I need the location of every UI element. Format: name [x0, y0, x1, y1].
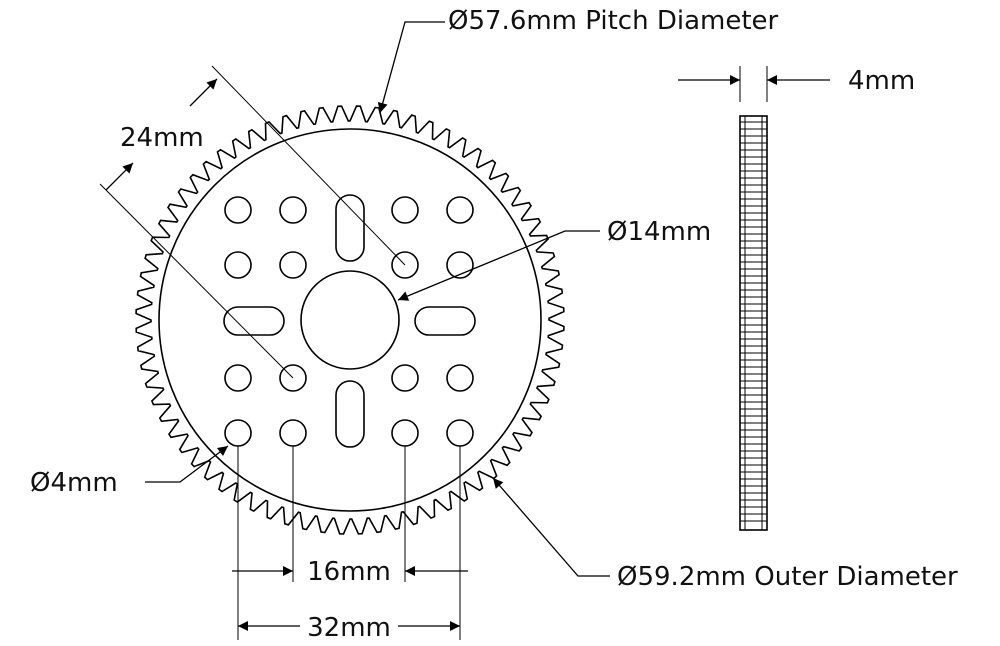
hole: [391, 364, 419, 392]
hole-callout: Ø4mm: [30, 445, 229, 498]
hole: [391, 196, 419, 224]
slot-left: [223, 306, 285, 336]
hole: [446, 251, 474, 279]
gear-side-view: [739, 115, 768, 531]
hole: [446, 196, 474, 224]
bore-label: Ø14mm: [607, 217, 711, 247]
pitch-diameter-callout: Ø57.6mm Pitch Diameter: [377, 6, 779, 114]
horizontal-spacing-dimensions: 16mm 32mm: [232, 446, 468, 643]
gear-root-circle: [158, 128, 542, 512]
hole: [446, 419, 474, 447]
slots: [223, 194, 476, 448]
gear-front-view: [135, 105, 565, 535]
hole: [224, 196, 252, 224]
pitch-diameter-label: Ø57.6mm Pitch Diameter: [448, 6, 779, 36]
hole: [224, 364, 252, 392]
hole: [279, 364, 307, 392]
side-tooth-lines: [740, 116, 767, 530]
hole: [279, 419, 307, 447]
diagonal-spacing-dimension: 24mm: [99, 65, 406, 379]
thickness-dimension: 4mm: [678, 66, 915, 102]
outer-diameter-label: Ø59.2mm Outer Diameter: [617, 562, 958, 592]
hole: [279, 251, 307, 279]
slot-right: [414, 306, 476, 336]
outer-diameter-callout: Ø59.2mm Outer Diameter: [492, 477, 958, 592]
thickness-label: 4mm: [848, 66, 915, 96]
inner-spacing-label: 16mm: [307, 557, 391, 587]
hole: [224, 251, 252, 279]
hole: [279, 196, 307, 224]
diagonal-spacing-label: 24mm: [120, 123, 204, 153]
hole-label: Ø4mm: [30, 468, 118, 498]
slot-top: [335, 194, 365, 262]
slot-bottom: [335, 380, 365, 448]
gear-teeth-outline: [135, 105, 565, 535]
bore-callout: Ø14mm: [397, 217, 711, 301]
side-profile: [739, 115, 768, 531]
hole: [391, 251, 419, 279]
outer-spacing-label: 32mm: [307, 613, 391, 643]
hole: [446, 364, 474, 392]
center-bore: [300, 270, 400, 370]
mounting-holes: [224, 196, 474, 447]
hole: [391, 419, 419, 447]
hole: [224, 419, 252, 447]
